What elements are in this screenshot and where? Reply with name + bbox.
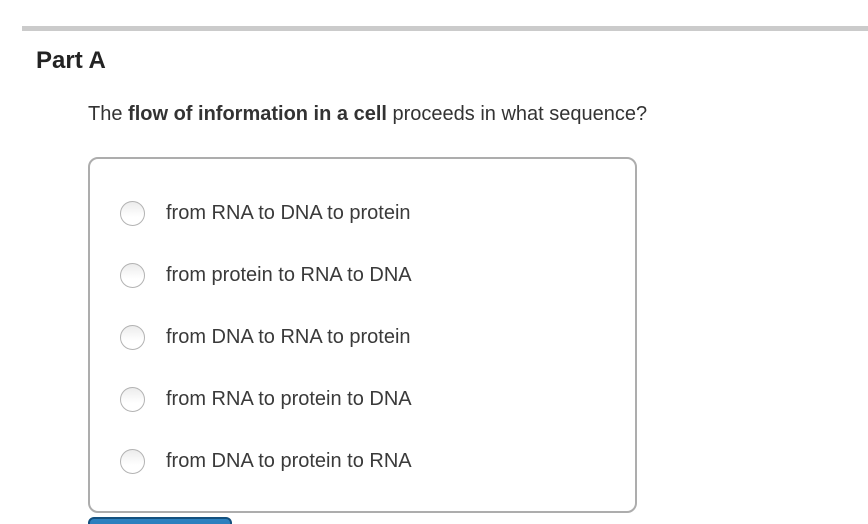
- radio-button-icon[interactable]: [120, 200, 145, 226]
- radio-button-icon[interactable]: [120, 324, 145, 350]
- radio-option[interactable]: from protein to RNA to DNA: [90, 244, 635, 306]
- radio-option[interactable]: from DNA to protein to RNA: [90, 430, 635, 492]
- radio-button-icon[interactable]: [120, 262, 145, 288]
- radio-button-icon[interactable]: [120, 448, 145, 474]
- question-prefix: The: [88, 103, 129, 125]
- option-label: from RNA to protein to DNA: [166, 387, 412, 410]
- submit-button[interactable]: [88, 517, 232, 524]
- option-label: from DNA to RNA to protein: [166, 325, 411, 348]
- question-bold-phrase: flow of information in a cell: [128, 103, 387, 125]
- option-label: from protein to RNA to DNA: [166, 263, 412, 286]
- radio-button-icon[interactable]: [120, 386, 145, 412]
- radio-option[interactable]: from RNA to DNA to protein: [90, 182, 635, 244]
- question-text: The flow of information in a cell procee…: [88, 102, 647, 126]
- question-suffix: proceeds in what sequence?: [386, 103, 648, 125]
- option-label: from DNA to protein to RNA: [166, 449, 412, 472]
- radio-option[interactable]: from RNA to protein to DNA: [90, 368, 635, 430]
- top-divider: [22, 26, 868, 31]
- answer-options-box: from RNA to DNA to protein from protein …: [88, 157, 637, 513]
- option-label: from RNA to DNA to protein: [166, 201, 411, 224]
- part-a-heading: Part A: [36, 47, 106, 74]
- radio-option[interactable]: from DNA to RNA to protein: [90, 306, 635, 368]
